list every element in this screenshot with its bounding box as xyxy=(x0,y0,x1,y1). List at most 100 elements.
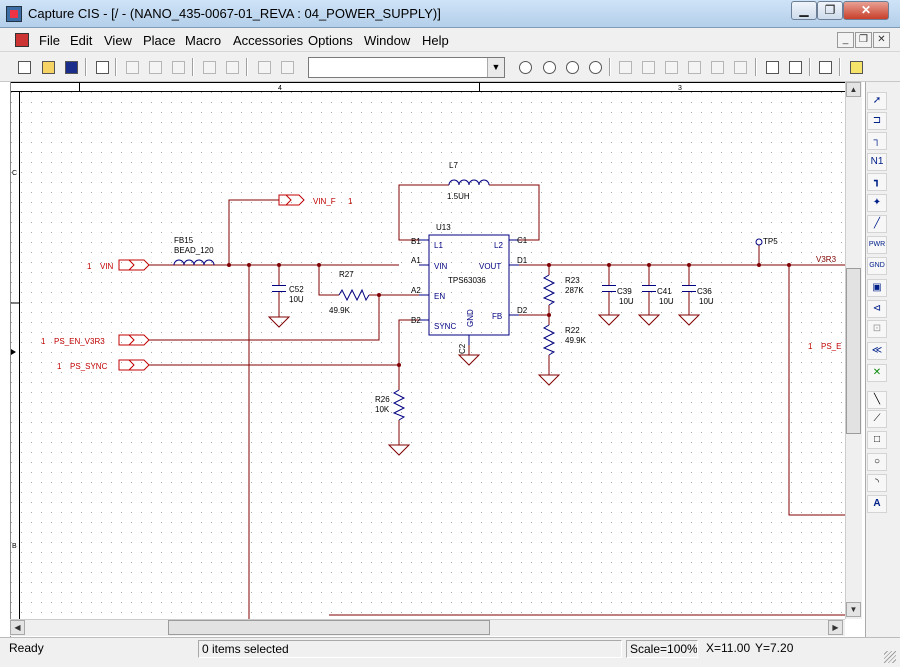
status-bar xyxy=(0,637,900,667)
netlist-icon xyxy=(733,60,747,74)
bom-icon xyxy=(710,60,724,74)
document-icon[interactable] xyxy=(15,33,29,47)
page-button[interactable] xyxy=(277,57,297,77)
junction-tool[interactable]: ✦ xyxy=(867,194,887,212)
power-tool[interactable]: PWR xyxy=(867,236,887,254)
app-icon[interactable] xyxy=(6,6,22,22)
paste-button[interactable] xyxy=(168,57,188,77)
drc-button[interactable] xyxy=(661,57,681,77)
vertical-scroll-thumb[interactable] xyxy=(846,268,861,434)
select-button[interactable] xyxy=(762,57,782,77)
bom-button[interactable] xyxy=(707,57,727,77)
zoom-out-button[interactable] xyxy=(539,57,559,77)
menu-place[interactable]: Place xyxy=(143,33,176,48)
scroll-down-button[interactable]: ▼ xyxy=(846,602,861,617)
chevron-down-icon[interactable]: ▼ xyxy=(487,58,504,77)
text-tool[interactable]: A xyxy=(867,495,887,513)
part-tool[interactable]: ⊐ xyxy=(867,112,887,130)
netlist-button[interactable] xyxy=(730,57,750,77)
save-button[interactable] xyxy=(61,57,81,77)
vertical-scrollbar[interactable]: ▲ ▼ xyxy=(845,82,862,619)
capacitor-c36[interactable] xyxy=(682,285,696,292)
polyline-tool[interactable]: ⟋ xyxy=(867,410,887,428)
tree-button[interactable] xyxy=(815,57,835,77)
menu-window[interactable]: Window xyxy=(364,33,411,48)
copy-icon xyxy=(148,60,162,74)
copy-button[interactable] xyxy=(145,57,165,77)
net-alias-tool[interactable]: N1 xyxy=(867,153,887,171)
page-button[interactable] xyxy=(254,57,274,77)
ground-tool[interactable]: GND xyxy=(867,257,887,275)
capacitor-c41[interactable] xyxy=(642,285,656,292)
scroll-up-button[interactable]: ▲ xyxy=(846,82,861,97)
inductor-l7[interactable] xyxy=(448,179,490,186)
status-selection: 0 items selected xyxy=(198,640,622,658)
menu-options[interactable]: Options xyxy=(308,33,353,48)
child-minimize-button[interactable]: _ xyxy=(837,32,854,48)
redo-button[interactable] xyxy=(222,57,242,77)
bus-tool[interactable]: ┓ xyxy=(867,173,887,191)
menu-edit[interactable]: Edit xyxy=(70,33,93,48)
maximize-button[interactable]: ❐ xyxy=(817,1,843,20)
off-page-tool[interactable]: ≪ xyxy=(867,342,887,360)
select-tool[interactable]: ➚ xyxy=(867,92,887,110)
child-close-button[interactable]: ✕ xyxy=(873,32,890,48)
schematic-svg[interactable]: 4 3 C B xyxy=(11,82,866,637)
child-restore-button[interactable]: ❐ xyxy=(855,32,872,48)
resistor-r22[interactable] xyxy=(542,324,556,356)
port-ps-en-num: 1 xyxy=(41,337,46,346)
schematic-canvas[interactable]: 4 3 C B xyxy=(10,82,865,637)
open-button[interactable] xyxy=(38,57,58,77)
cut-button[interactable] xyxy=(122,57,142,77)
horizontal-scrollbar[interactable]: ◀ ▶ xyxy=(10,619,845,636)
text-icon: A xyxy=(873,498,881,509)
zoom-area-button[interactable] xyxy=(562,57,582,77)
part-combo[interactable]: ▼ xyxy=(308,57,505,78)
port-vin-f[interactable] xyxy=(278,194,305,206)
pin-tool[interactable]: ⊡ xyxy=(867,320,887,338)
rectangle-tool[interactable]: □ xyxy=(867,431,887,449)
line-tool[interactable]: ╲ xyxy=(867,391,887,409)
hierarchical-block-tool[interactable]: ▣ xyxy=(867,279,887,297)
arc-tool[interactable]: ◝ xyxy=(867,474,887,492)
port-ps-sync[interactable] xyxy=(118,359,150,371)
port-tool[interactable]: ⊲ xyxy=(867,300,887,318)
menu-help[interactable]: Help xyxy=(422,33,449,48)
no-connect-tool[interactable]: ✕ xyxy=(867,364,887,382)
scroll-right-button[interactable]: ▶ xyxy=(828,620,843,635)
bead-fb15[interactable] xyxy=(173,259,215,266)
bus-entry-tool[interactable]: ╱ xyxy=(867,215,887,233)
capacitor-c39[interactable] xyxy=(602,285,616,292)
zoom-all-button[interactable] xyxy=(585,57,605,77)
port-ps-en-v3r3[interactable] xyxy=(118,334,150,346)
help-button[interactable] xyxy=(846,57,866,77)
resistor-r23[interactable] xyxy=(542,274,556,306)
horizontal-scroll-thumb[interactable] xyxy=(168,620,490,635)
new-button[interactable] xyxy=(14,57,34,77)
wire-tool[interactable]: ┐ xyxy=(867,132,887,150)
menu-accessories[interactable]: Accessories xyxy=(233,33,304,48)
resize-grip-icon[interactable] xyxy=(884,651,896,663)
junctions xyxy=(227,263,791,367)
minimize-button[interactable]: ▁ xyxy=(791,1,817,20)
zoom-in-button[interactable] xyxy=(515,57,535,77)
unknown-button[interactable] xyxy=(615,57,635,77)
resistor-r26[interactable] xyxy=(392,389,406,421)
hierarchy-button[interactable] xyxy=(785,57,805,77)
part-button[interactable] xyxy=(638,57,658,77)
ellipse-tool[interactable]: ○ xyxy=(867,453,887,471)
resistor-r27[interactable] xyxy=(338,288,370,302)
close-button[interactable]: ✕ xyxy=(843,1,889,20)
toolbar-separator xyxy=(246,58,248,76)
capacitor-c52[interactable] xyxy=(272,285,286,292)
undo-button[interactable] xyxy=(199,57,219,77)
scroll-left-button[interactable]: ◀ xyxy=(10,620,25,635)
menu-view[interactable]: View xyxy=(104,33,132,48)
port-arrow xyxy=(128,359,135,371)
drc2-button[interactable] xyxy=(684,57,704,77)
testpoint-tp5[interactable] xyxy=(755,238,763,246)
menu-file[interactable]: File xyxy=(39,33,60,48)
menu-macro[interactable]: Macro xyxy=(185,33,222,48)
port-vin[interactable] xyxy=(118,259,150,271)
print-button[interactable] xyxy=(92,57,112,77)
